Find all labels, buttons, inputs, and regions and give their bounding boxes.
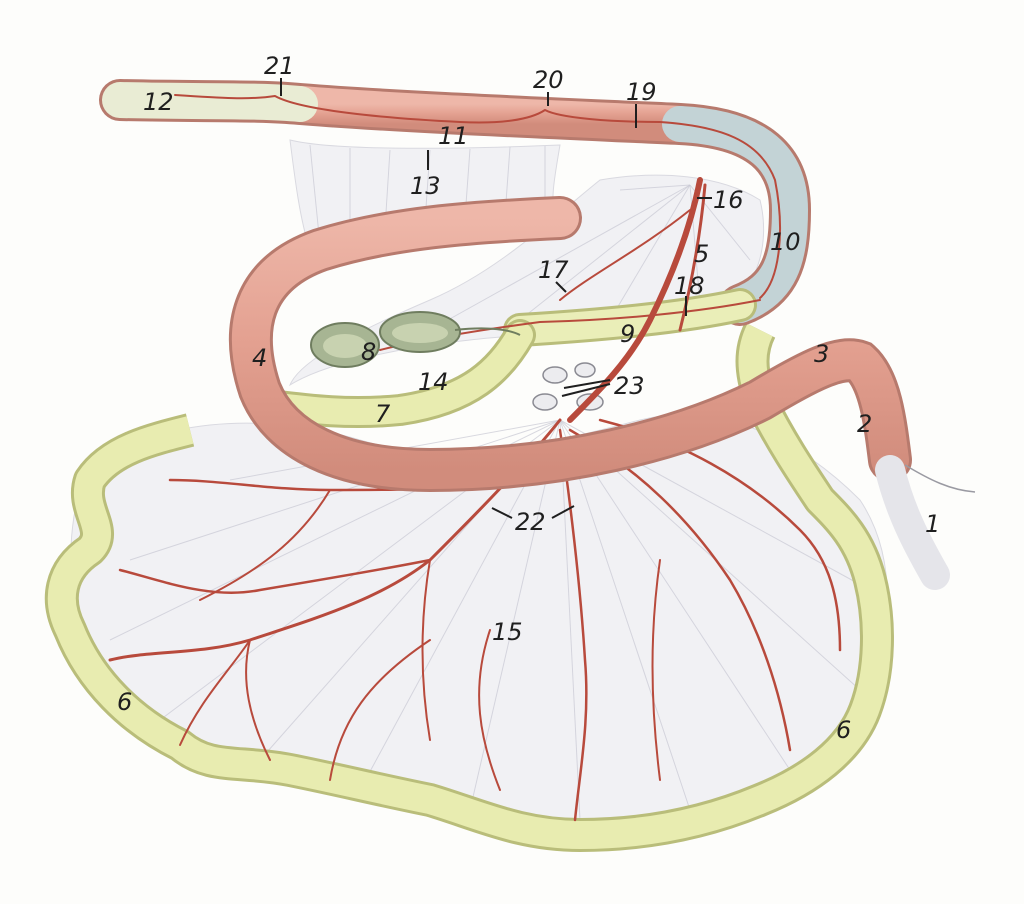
label-10: 10 — [770, 228, 801, 256]
intestine-tail — [875, 455, 950, 590]
lymph-nodes — [532, 362, 604, 411]
label-14: 14 — [418, 368, 449, 396]
label-13: 13 — [410, 172, 441, 200]
label-6-left: 6 — [117, 688, 132, 716]
label-5: 5 — [694, 240, 709, 268]
label-18: 18 — [674, 272, 705, 300]
label-3: 3 — [814, 340, 829, 368]
label-6-right: 6 — [836, 716, 851, 744]
vessel-bundle — [559, 177, 707, 423]
label-15: 15 — [492, 618, 523, 646]
label-22: 22 — [515, 508, 546, 536]
colon-loop-fill — [47, 323, 891, 849]
label-16: 16 — [713, 186, 744, 214]
leader-lines — [280, 78, 712, 519]
label-1: 1 — [925, 510, 940, 538]
large-loop — [231, 199, 909, 490]
label-8: 8 — [361, 338, 376, 366]
label-23: 23 — [614, 372, 645, 400]
label-7: 7 — [375, 400, 391, 428]
label-21: 21 — [264, 52, 295, 80]
upper-tube-vessel — [174, 94, 781, 299]
lobes — [310, 311, 521, 368]
label-12: 12 — [143, 88, 174, 116]
label-4: 4 — [252, 344, 267, 372]
label-11: 11 — [438, 122, 469, 150]
label-9: 9 — [620, 320, 635, 348]
label-2: 2 — [857, 410, 872, 438]
intestine-tail-line — [904, 464, 976, 493]
intestine-end — [102, 82, 318, 122]
label-20: 20 — [533, 66, 564, 94]
segment-seven — [257, 322, 533, 426]
label-17: 17 — [538, 256, 569, 284]
segment-nine — [506, 291, 754, 344]
label-19: 19 — [626, 78, 657, 106]
